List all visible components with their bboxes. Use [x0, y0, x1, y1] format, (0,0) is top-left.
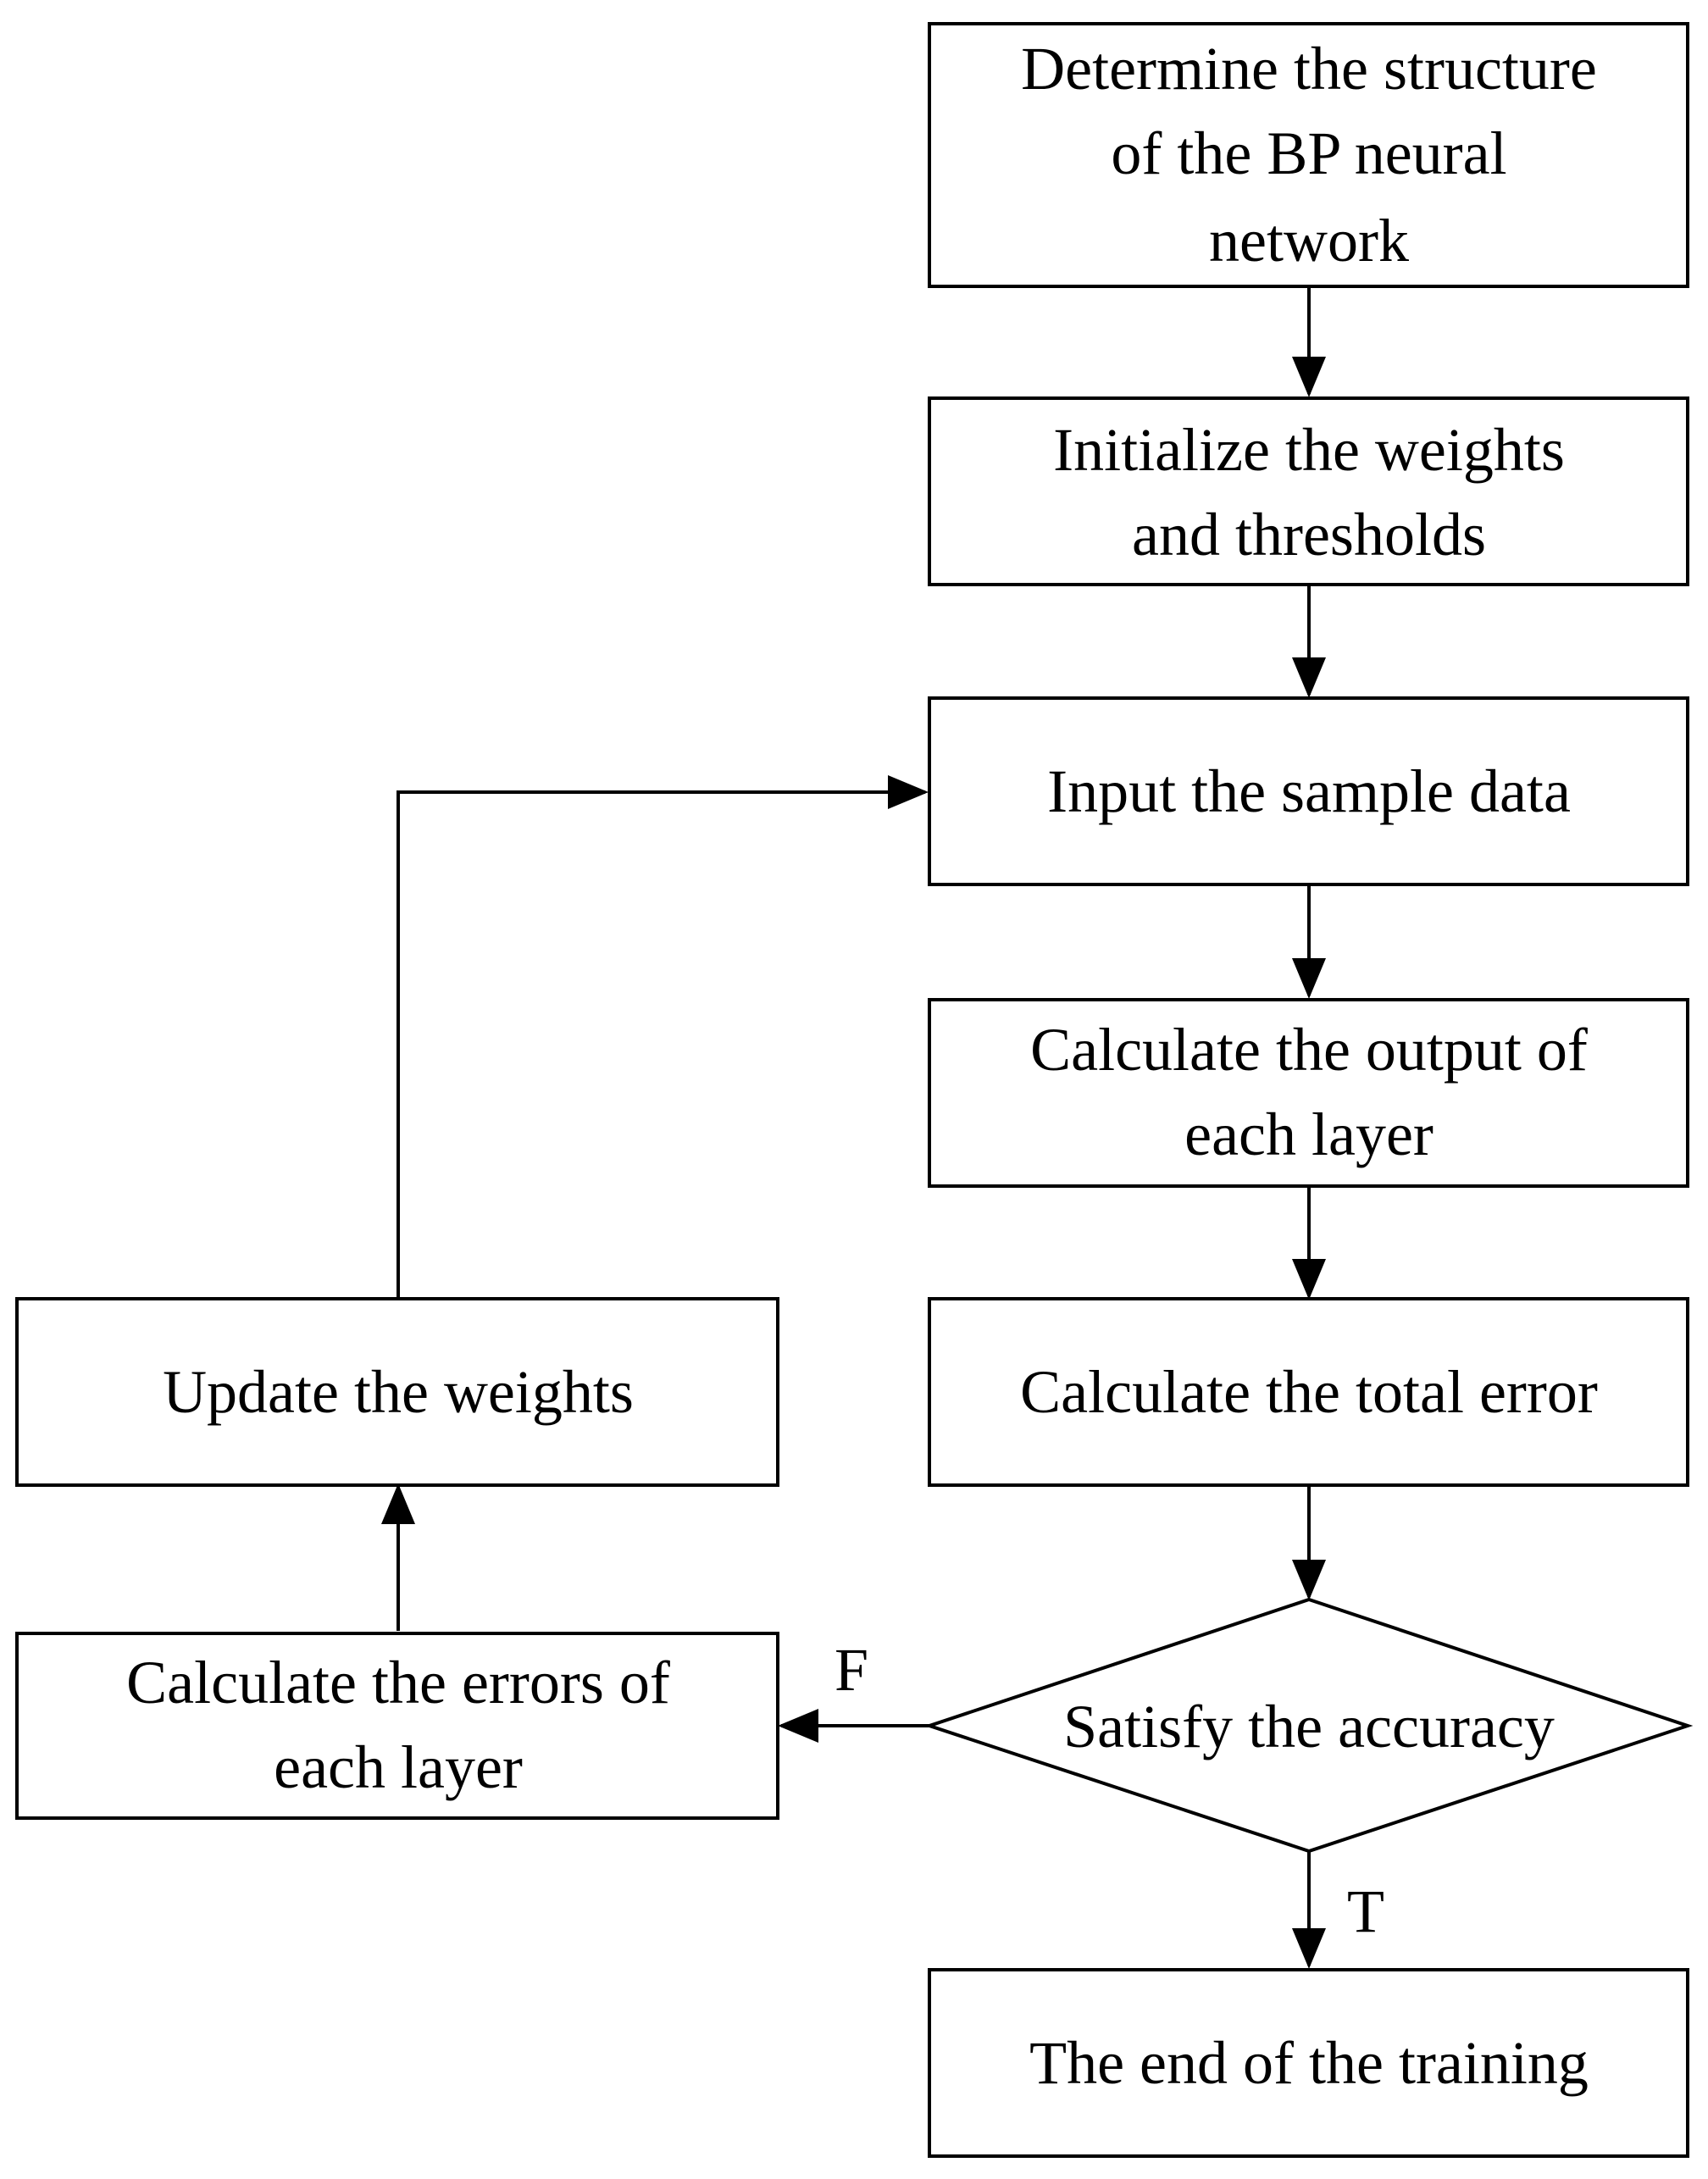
- node-text-line: Update the weights: [163, 1358, 634, 1426]
- true-branch-label: T: [1347, 1877, 1384, 1945]
- node-text-line: Calculate the output of: [1030, 1016, 1588, 1084]
- connectors: [381, 286, 1326, 1969]
- node-decision-accuracy: Satisfy the accuracy: [923, 1597, 1694, 1854]
- node-text-line: The end of the training: [1029, 2029, 1589, 2097]
- node-text-line: each layer: [1184, 1101, 1434, 1168]
- node-text-line: Determine the structure: [1021, 35, 1597, 103]
- node-calculate-output: Calculate the output of each layer: [928, 998, 1689, 1188]
- node-text-line: Input the sample data: [1047, 757, 1571, 825]
- node-end-of-training: The end of the training: [928, 1968, 1689, 2158]
- node-update-weights: Update the weights: [15, 1297, 779, 1487]
- node-text-line: Initialize the weights: [1053, 416, 1565, 484]
- node-text-line: network: [1209, 207, 1409, 274]
- node-calculate-errors: Calculate the errors of each layer: [15, 1632, 779, 1820]
- node-calculate-total-error: Calculate the total error: [928, 1297, 1689, 1487]
- node-text-line: each layer: [274, 1733, 523, 1801]
- node-text-line: Calculate the errors of: [126, 1649, 670, 1716]
- node-initialize-weights: Initialize the weights and thresholds: [928, 396, 1689, 586]
- node-text-line: Calculate the total error: [1020, 1358, 1598, 1426]
- false-branch-label: F: [835, 1636, 868, 1704]
- node-text-line: and thresholds: [1132, 501, 1486, 568]
- node-determine-structure: Determine the structure of the BP neural…: [928, 22, 1689, 288]
- node-input-sample-data: Input the sample data: [928, 696, 1689, 886]
- node-text-line: of the BP neural: [1111, 119, 1506, 187]
- arrow-update-to-input: [396, 775, 929, 1299]
- node-text-line: Satisfy the accuracy: [1063, 1693, 1555, 1760]
